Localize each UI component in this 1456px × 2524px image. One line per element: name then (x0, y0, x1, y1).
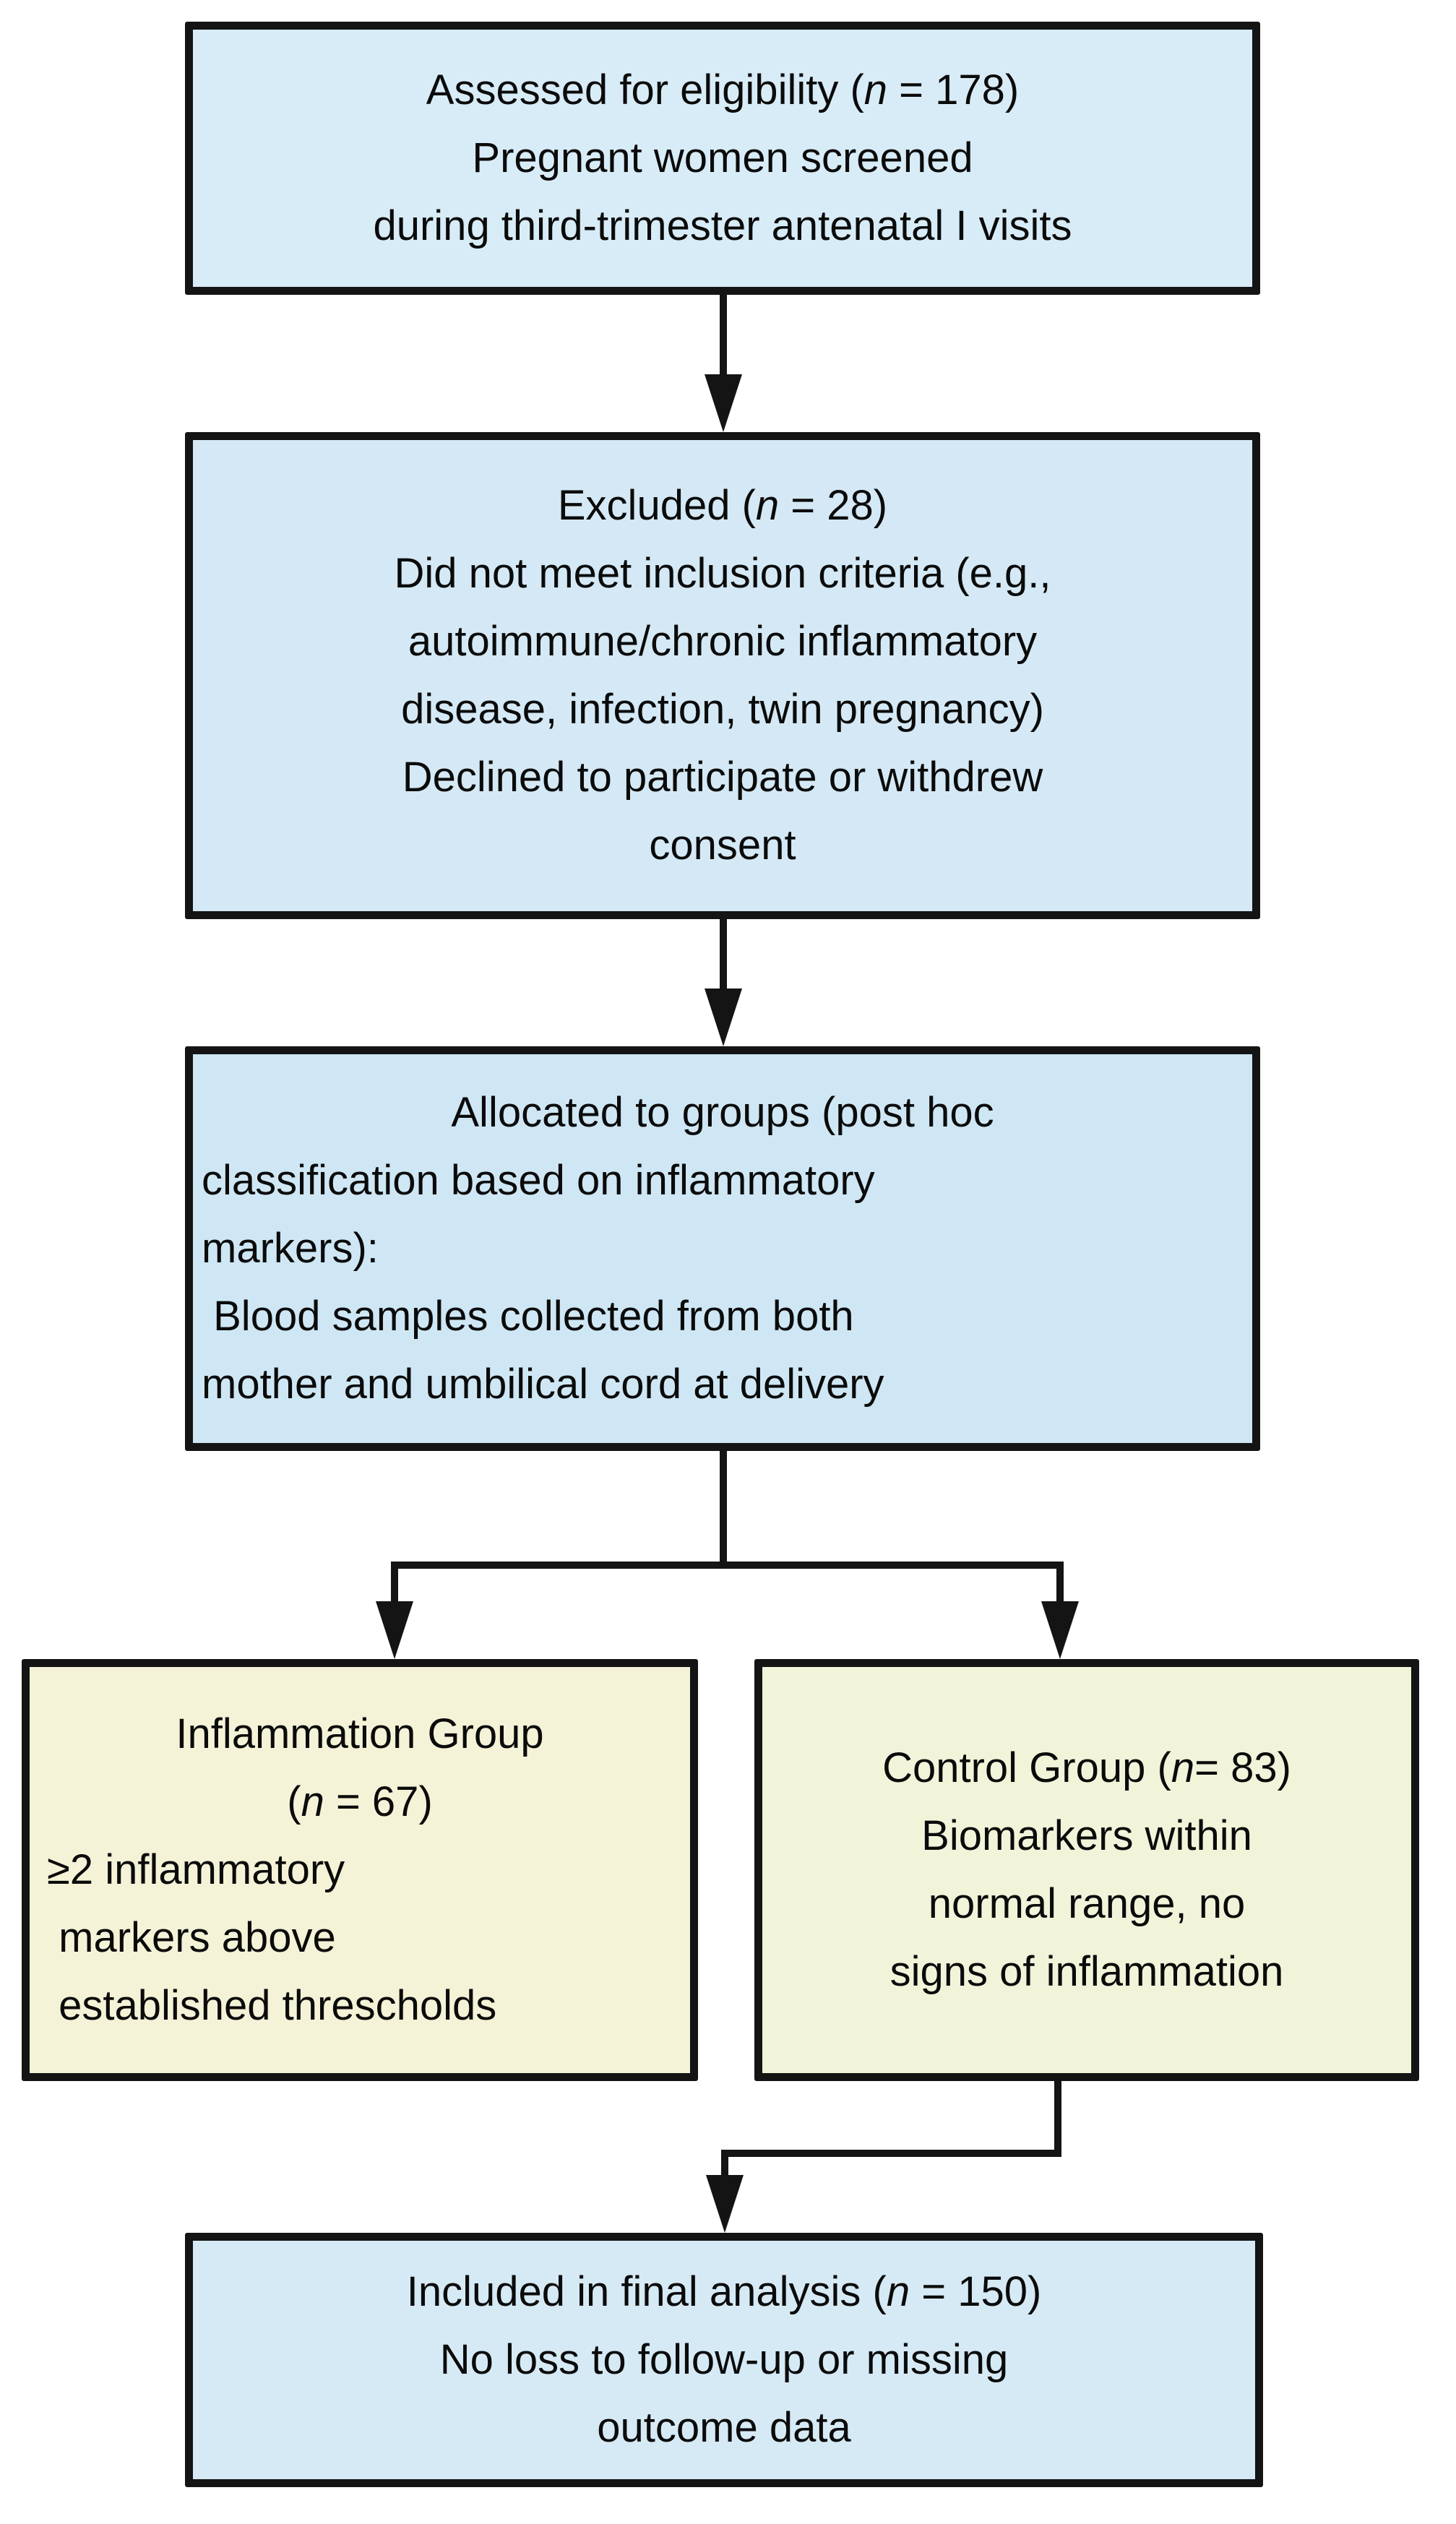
text-line: normal range, no (928, 1880, 1246, 1927)
text-line: Assessed for eligibility (n = 178) (426, 66, 1020, 113)
box-final-analysis: Included in final analysis (n = 150) No l… (185, 2233, 1263, 2487)
text-line: autoimmune/chronic inflammatory (408, 618, 1038, 665)
text-line: mother and umbilical cord at delivery (202, 1361, 884, 1408)
text-line: Blood samples collected from both (202, 1293, 854, 1340)
box-control-group: Control Group (n= 83) Biomarkers within no… (754, 1659, 1419, 2081)
text-line: Allocated to groups (post hoc (451, 1089, 994, 1136)
text-line: consent (649, 822, 796, 869)
text-line: signs of inflammation (889, 1948, 1284, 1995)
text-line: Control Group (n= 83) (882, 1744, 1291, 1791)
text-line: ≥2 inflammatory (47, 1846, 345, 1893)
text-line: (n = 67) (287, 1778, 433, 1825)
text-line: disease, infection, twin pregnancy) (401, 686, 1044, 733)
text-line: Declined to participate or withdrew (402, 754, 1043, 801)
text-line: markers above (47, 1914, 336, 1961)
text-line: classification based on inflammatory (202, 1157, 875, 1204)
text-line: outcome data (597, 2404, 851, 2451)
text-line: Included in final analysis (n = 150) (406, 2268, 1042, 2315)
text-line: No loss to follow-up or missing (439, 2336, 1009, 2383)
arrow-assessed-to-excluded (705, 291, 742, 432)
branch-allocated-to-groups (376, 1447, 1079, 1659)
text-line: Excluded (n = 28) (557, 482, 888, 529)
text-line: Did not meet inclusion criteria (e.g., (394, 550, 1051, 597)
text-line: Pregnant women screened (472, 134, 973, 181)
arrow-excluded-to-allocated (705, 916, 742, 1046)
box-assessed-eligibility: Assessed for eligibility (n = 178) Pregna… (185, 22, 1260, 295)
text-line: established threscholds (47, 1982, 497, 2029)
text-line: markers): (202, 1225, 379, 1272)
text-line: Inflammation Group (176, 1710, 544, 1757)
text-line: during third-trimester antenatal I visit… (373, 202, 1072, 249)
text-line: Biomarkers within (921, 1812, 1252, 1859)
arrow-control-to-final (706, 2075, 1061, 2233)
box-inflammation-group: Inflammation Group (n = 67) ≥2 inflammator… (22, 1659, 698, 2081)
box-excluded: Excluded (n = 28) Did not meet inclusion … (185, 432, 1260, 919)
box-allocated-to-groups: Allocated to groups (post hoc classificat… (185, 1046, 1260, 1451)
